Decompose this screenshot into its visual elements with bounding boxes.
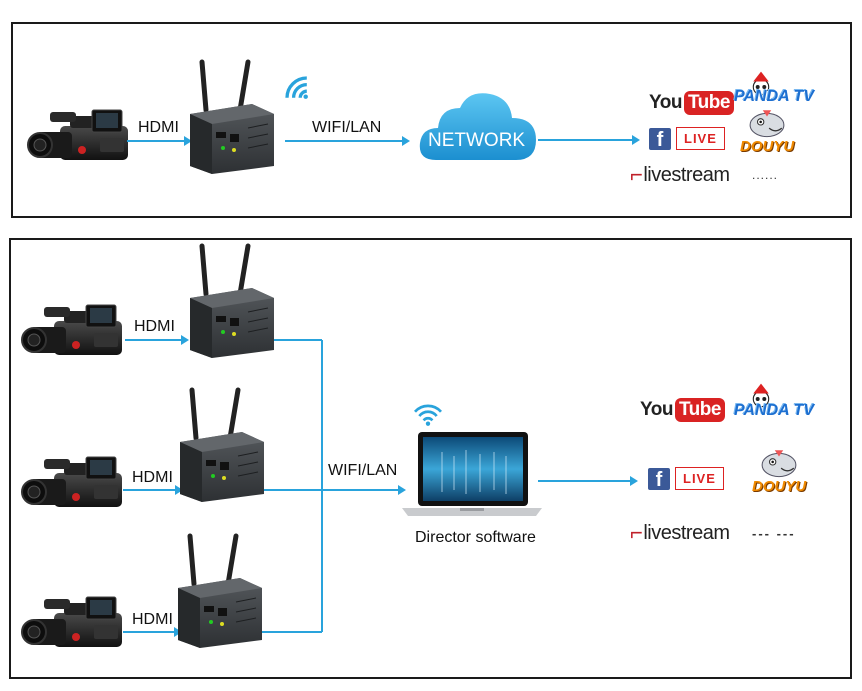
youtube-you: You: [640, 399, 673, 420]
douyu-logo: DOUYU: [752, 478, 807, 495]
encoder-icon: [178, 536, 268, 656]
facebook-live-logo: f LIVE: [648, 467, 724, 490]
livestream-logo: ⌐ livestream: [630, 162, 730, 188]
livestream-text: livestream: [643, 163, 730, 186]
facebook-live-badge: LIVE: [675, 467, 724, 490]
facebook-live-badge: LIVE: [676, 127, 725, 150]
youtube-tube: Tube: [674, 398, 725, 422]
hdmi-label: HDMI: [138, 119, 179, 136]
youtube-logo: You Tube: [649, 91, 734, 115]
hdmi-label-2: HDMI: [132, 469, 173, 486]
hdmi-label-1: HDMI: [134, 318, 175, 335]
network-label: NETWORK: [428, 130, 526, 151]
livestream-text: livestream: [643, 521, 730, 544]
livestream-mark-icon: ⌐: [630, 520, 643, 545]
director-software-label: Director software: [415, 529, 536, 546]
panda-tv-logo: PANDA TV: [734, 402, 814, 419]
facebook-f-icon: f: [649, 127, 671, 150]
laptop-icon: [402, 432, 542, 516]
more-platforms: ......: [752, 168, 779, 182]
youtube-you: You: [649, 92, 682, 113]
hdmi-label-3: HDMI: [132, 611, 173, 628]
facebook-f-icon: f: [648, 467, 670, 490]
facebook-live-logo: f LIVE: [649, 127, 725, 150]
wifi-icon: [413, 404, 443, 428]
livestream-logo: ⌐ livestream: [630, 520, 730, 546]
more-platforms: --- ---: [752, 526, 796, 541]
wifi-lan-label: WIFI/LAN: [328, 462, 398, 479]
youtube-logo: You Tube: [640, 398, 725, 422]
single-stream-panel: [11, 22, 852, 218]
youtube-tube: Tube: [683, 91, 734, 115]
encoder-icon: [190, 246, 280, 366]
panda-tv-logo: PANDA TV: [734, 88, 814, 105]
livestream-mark-icon: ⌐: [630, 162, 643, 187]
wifi-lan-label: WIFI/LAN: [312, 119, 382, 136]
douyu-logo: DOUYU: [740, 138, 795, 155]
cloud-icon: [419, 93, 536, 160]
encoder-icon: [180, 390, 270, 510]
douyu-icon: [761, 449, 797, 478]
